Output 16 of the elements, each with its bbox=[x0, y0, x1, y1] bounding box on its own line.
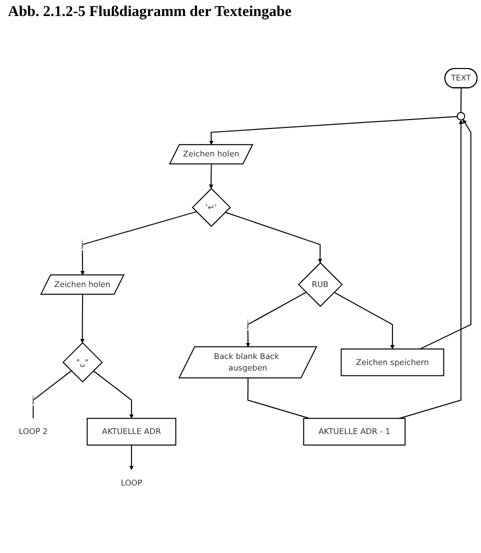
node-circle bbox=[456, 112, 466, 120]
arrow bbox=[80, 294, 85, 344]
arrow bbox=[246, 292, 307, 348]
arrow bbox=[80, 211, 197, 276]
arrow bbox=[208, 164, 214, 189]
arrow bbox=[92, 370, 134, 419]
connector bbox=[32, 370, 72, 419]
arrow bbox=[209, 116, 458, 146]
connector bbox=[460, 88, 462, 113]
arrow bbox=[420, 119, 472, 350]
arrow bbox=[224, 212, 322, 264]
arrow bbox=[334, 292, 395, 350]
connector bbox=[247, 378, 310, 419]
arrow bbox=[398, 120, 464, 419]
arrow bbox=[129, 444, 134, 470]
figure-caption: Abb. 2.1.2-5 Flußdiagramm der Texteingabe bbox=[8, 4, 292, 21]
